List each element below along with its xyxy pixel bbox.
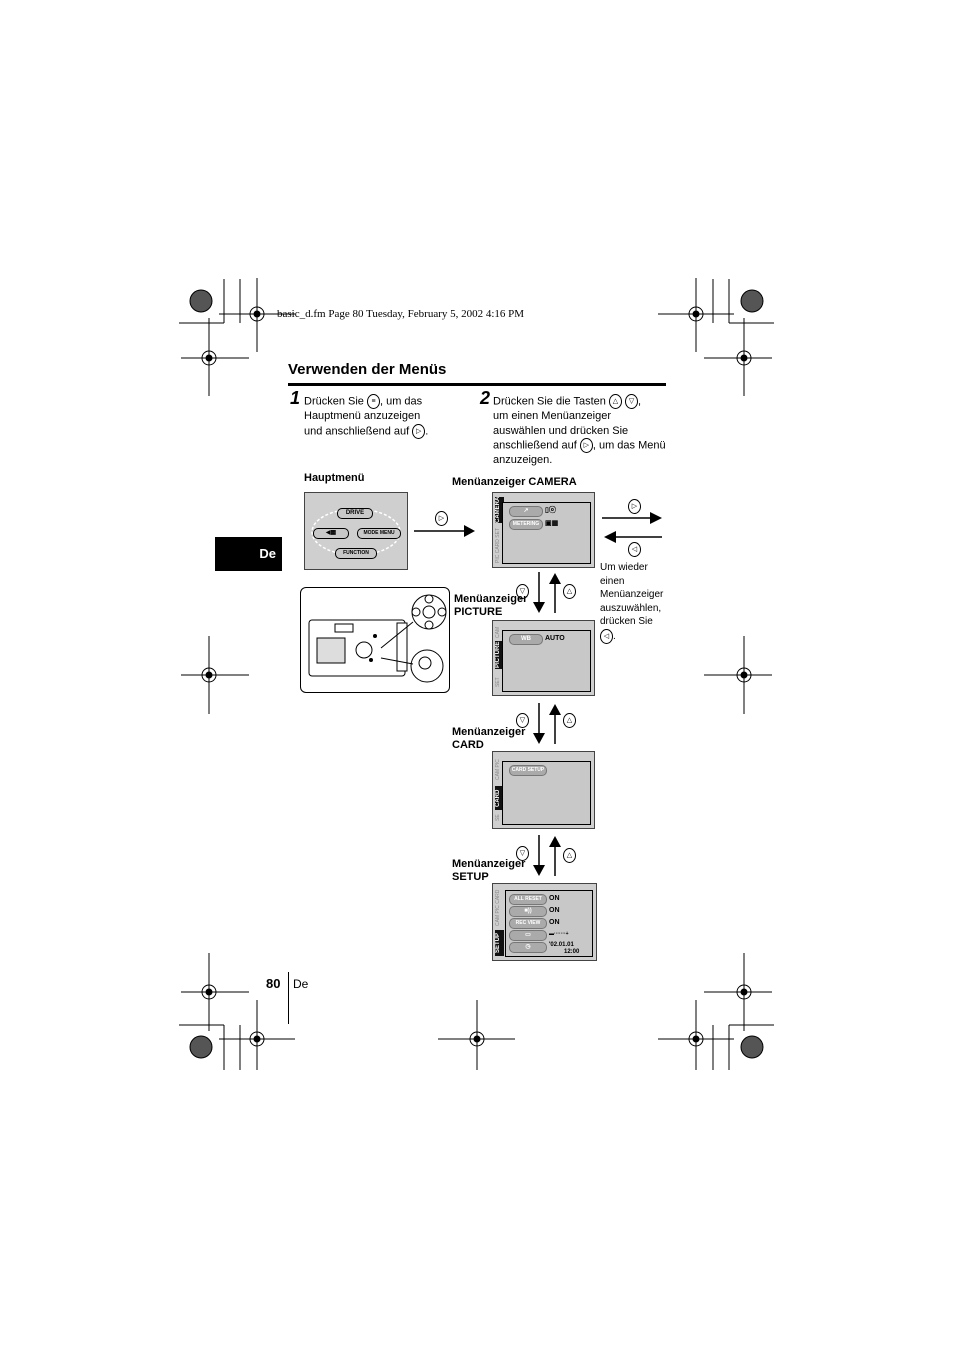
page-number: 80	[266, 976, 281, 991]
footer-divider	[288, 972, 289, 1024]
setup-row2-value: ON	[549, 907, 560, 914]
vertical-flow-arrows-3	[533, 835, 561, 876]
step-1-text: Drücken Sie ≡, um das Hauptmenü anzuzeig…	[304, 394, 429, 439]
arrow-left-icon: ◁	[628, 541, 641, 559]
setup-row1-value: ON	[549, 895, 560, 902]
arrow-right-icon: ▷	[579, 438, 593, 453]
picture-row1-label: WB	[509, 634, 543, 645]
arrow-up-icon: △	[563, 712, 576, 730]
file-info: basic_d.fm Page 80 Tuesday, February 5, …	[277, 308, 525, 320]
setup-row2-label: ■))	[509, 906, 547, 917]
arrow-right-icon: ▷	[435, 510, 448, 528]
setup-row3-value: ON	[549, 919, 560, 926]
camera-row1-value: ▯ⓞ	[545, 507, 556, 514]
setup-row5-label: ◷	[509, 942, 547, 953]
arrow-right-icon: ▷	[412, 423, 426, 439]
main-menu-drive: DRIVE	[337, 508, 373, 519]
label-camera: Menüanzeiger CAMERA	[452, 476, 577, 488]
page-language: De	[293, 977, 309, 991]
setup-row3-label: REC VIEW	[509, 918, 547, 929]
title-rule	[288, 383, 666, 386]
arrow-down-icon: ▽	[516, 845, 529, 863]
camera-row2-value: ▣▦	[545, 520, 559, 527]
page-title: Verwenden der Menüs	[288, 361, 447, 378]
arrow-right-icon: ▷	[628, 498, 641, 516]
menu-ok-icon: ≡	[366, 394, 380, 409]
right-flow-arrow	[414, 525, 475, 537]
step-2-number: 2	[480, 388, 491, 408]
main-menu-left: ◀▦	[313, 528, 349, 539]
language-tab: De	[215, 537, 282, 571]
camera-row2-label: METERING	[509, 519, 543, 530]
step-1-number: 1	[290, 388, 301, 408]
card-row1-label: CARD SETUP	[509, 765, 547, 776]
picture-row1-value: AUTO	[545, 635, 565, 642]
main-menu-screen: DRIVE MODE MENU ◀▦ FUNCTION	[304, 492, 408, 570]
setup-row1-label: ALL RESET	[509, 894, 547, 905]
label-hauptmenu: Hauptmenü	[304, 472, 365, 484]
vertical-flow-arrows-2	[533, 703, 561, 744]
main-menu-mode: MODE MENU	[357, 528, 401, 539]
main-menu-function: FUNCTION	[335, 548, 377, 559]
setup-row4-label: ▭	[509, 930, 547, 941]
camera-row1-label: ↗	[509, 506, 543, 517]
vertical-flow-arrows-1	[533, 572, 561, 613]
toggle-flow-arrows	[602, 512, 662, 543]
arrow-up-icon: △	[563, 583, 576, 601]
arrow-up-icon: △	[608, 394, 622, 409]
arrow-up-icon: △	[563, 847, 576, 865]
setup-time: 12:00	[564, 949, 580, 955]
arrow-left-icon: ◁	[600, 628, 613, 644]
arrow-down-icon: ▽	[516, 583, 529, 601]
arrow-down-icon: ▽	[625, 394, 639, 409]
step-2-text: Drücken Sie die Tasten △ ▽, um einen Men…	[493, 394, 666, 466]
arrow-down-icon: ▽	[516, 712, 529, 730]
setup-date: '02.01.01	[549, 942, 574, 948]
setup-tab: SETUP	[495, 930, 504, 956]
camera-illustration	[300, 587, 450, 693]
setup-brightness-bar: ▬·······+	[549, 931, 569, 937]
